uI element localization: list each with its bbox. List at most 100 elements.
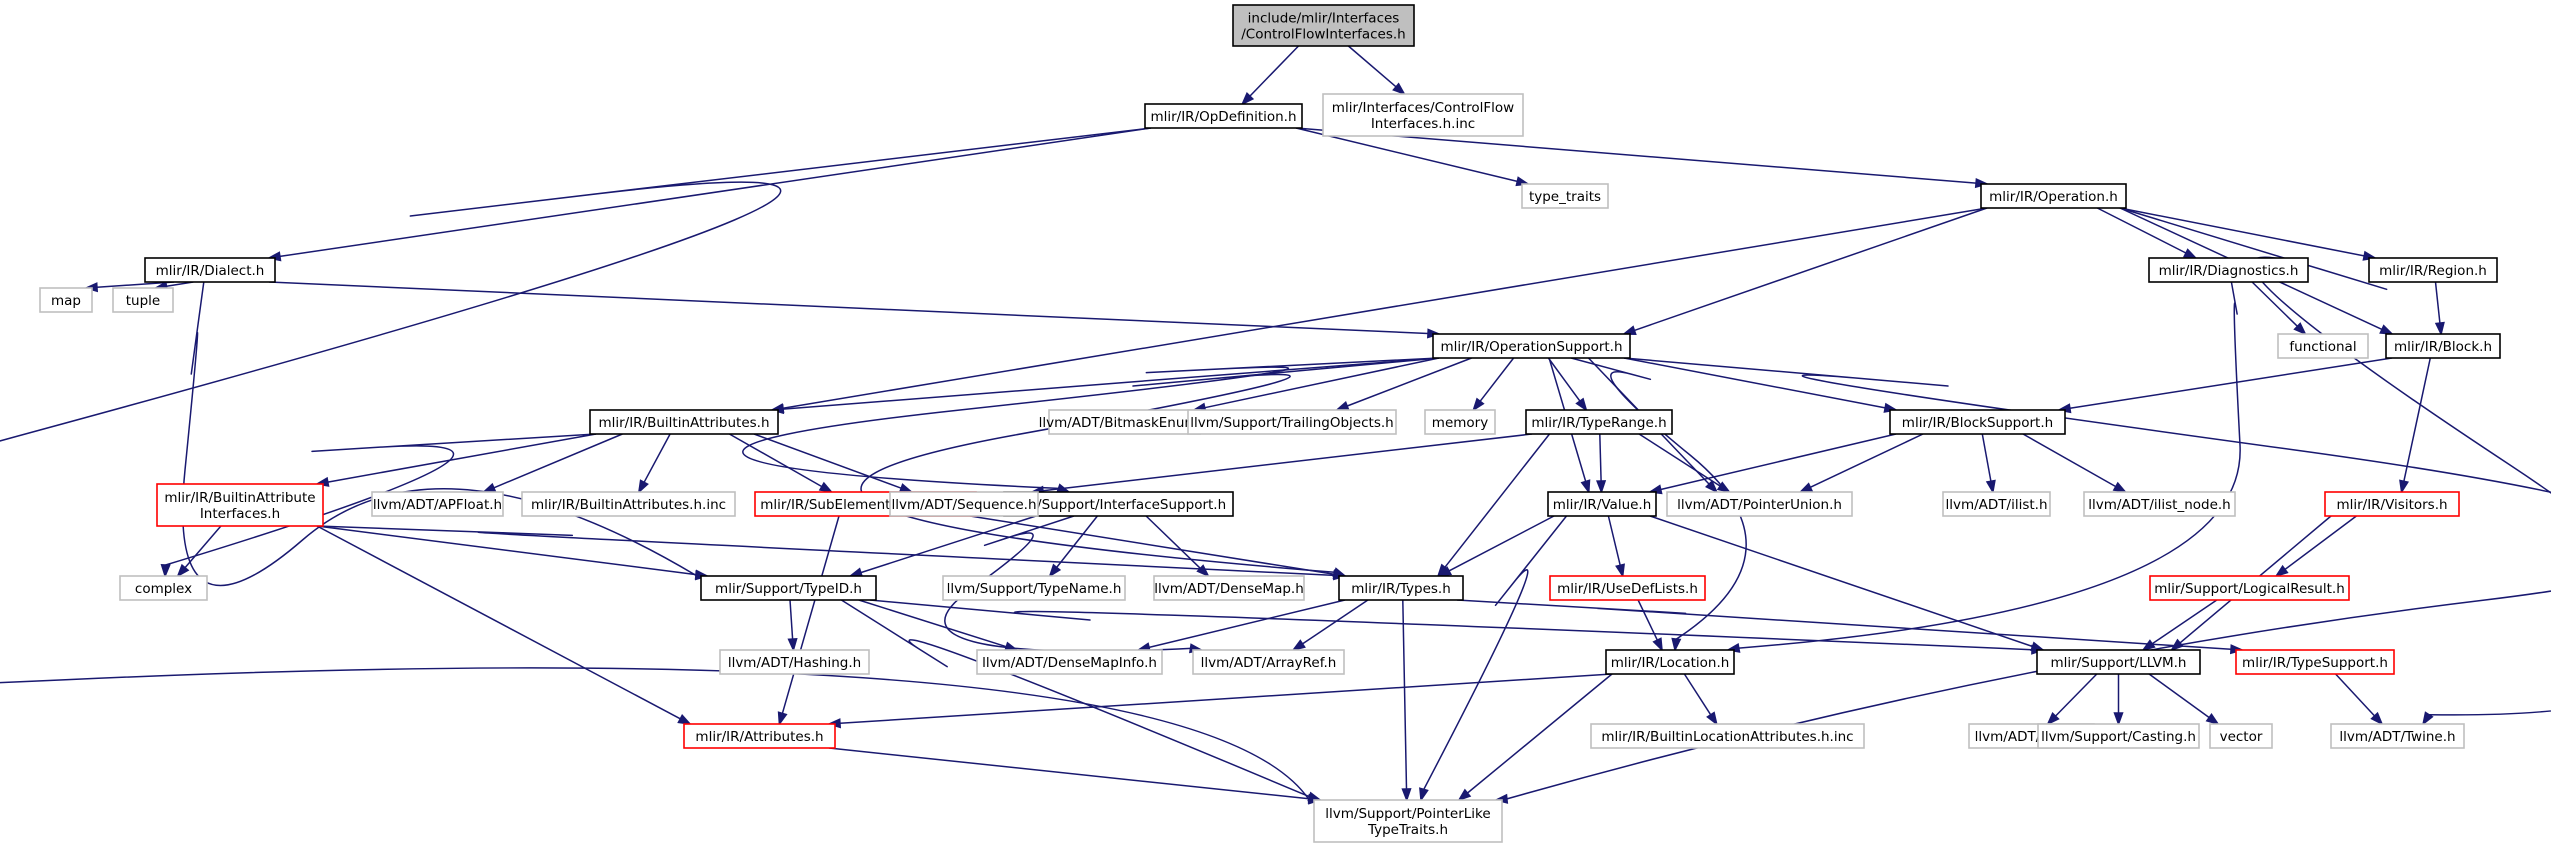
arrowhead-icon (2399, 479, 2410, 495)
node-label: llvm/ADT/APFloat.h (373, 497, 502, 513)
arrowhead-icon (2293, 322, 2307, 336)
node-ifacesupport[interactable]: mlir/Support/InterfaceSupport.h (1003, 491, 1234, 517)
edge-llvmh-to-casting (2113, 674, 2124, 727)
node-box (1980, 183, 2127, 209)
node-box (719, 649, 870, 675)
edge-line (1402, 599, 1408, 790)
node-opsupport[interactable]: mlir/IR/OperationSupport.h (1432, 333, 1631, 359)
node-casting: llvm/Support/Casting.h (2037, 723, 2200, 749)
arrowhead-icon (1048, 563, 1062, 578)
edge-line (1346, 357, 1472, 407)
edge-line (1981, 433, 1992, 482)
edge-line (969, 515, 1335, 576)
edge-line (2151, 599, 2218, 645)
node-typerange[interactable]: mlir/IR/TypeRange.h (1525, 409, 1673, 435)
arrowhead-icon (777, 711, 788, 727)
node-bilocinc: mlir/IR/BuiltinLocationAttributes.h.inc (1590, 723, 1865, 749)
edge-line (1042, 433, 1533, 492)
edge-line (742, 357, 1440, 490)
node-box (1889, 409, 2066, 435)
node-box (156, 483, 324, 527)
edge-line (2119, 207, 2365, 257)
edge-opsupport-to-typerange (1547, 357, 1588, 412)
edge-line (1295, 127, 1977, 184)
edge-typeid-to-ptrlike (840, 599, 1323, 802)
edge-block-to-blocksupport (2056, 357, 2393, 414)
node-label: mlir/Support/LogicalResult.h (2154, 581, 2345, 597)
node-label: mlir/Support/InterfaceSupport.h (1011, 497, 1226, 513)
node-label: /ControlFlowInterfaces.h (1241, 27, 1406, 43)
node-usedef[interactable]: mlir/IR/UseDefLists.h (1549, 575, 1706, 601)
arrowhead-icon (2370, 711, 2384, 726)
edge-line (869, 599, 2033, 651)
node-typeid[interactable]: mlir/Support/TypeID.h (700, 575, 877, 601)
edge-diagnostics-to-functional (2251, 281, 2307, 336)
edge-line (2434, 281, 2441, 324)
node-box (2235, 649, 2395, 675)
node-visitors[interactable]: mlir/IR/Visitors.h (2324, 491, 2460, 517)
edge-line (828, 747, 1310, 800)
node-label: llvm/ADT/ArrayRef.h (1201, 655, 1337, 671)
edge-line (1547, 357, 1581, 402)
node-twine: llvm/ADT/Twine.h (2330, 723, 2465, 749)
edge-visitors-to-logical (2274, 515, 2357, 578)
node-box (1666, 491, 1853, 517)
edge-llvmh-to-none (2046, 673, 2098, 726)
node-box (144, 257, 276, 283)
edge-line (2096, 207, 2187, 254)
arrowhead-icon (160, 563, 171, 579)
node-ptrunion: llvm/ADT/PointerUnion.h (1666, 491, 1853, 517)
node-dialect[interactable]: mlir/IR/Dialect.h (144, 257, 276, 283)
edge-line (2284, 515, 2357, 571)
node-label: mlir/IR/TypeSupport.h (2242, 655, 2388, 671)
node-region[interactable]: mlir/IR/Region.h (2368, 257, 2498, 283)
node-typesupport[interactable]: mlir/IR/TypeSupport.h (2235, 649, 2395, 675)
node-functional: functional (2277, 333, 2369, 359)
node-label: Interfaces.h (200, 506, 280, 522)
node-label: tuple (126, 293, 160, 309)
node-box (700, 575, 877, 601)
node-label: llvm/ADT/DenseMap.h (1154, 581, 1304, 597)
arrowhead-icon (677, 714, 692, 726)
node-location[interactable]: mlir/IR/Location.h (1605, 649, 1735, 675)
node-label: mlir/IR/Operation.h (1989, 189, 2118, 205)
arrowhead-icon (2141, 639, 2156, 652)
edge-attributes-to-ptrlike (828, 747, 1323, 804)
node-biattrinc: mlir/IR/BuiltinAttributes.h.inc (521, 491, 736, 517)
node-block[interactable]: mlir/IR/Block.h (2385, 333, 2501, 359)
edge-location-to-bilocinc (1683, 673, 1718, 726)
arrowhead-icon (1575, 397, 1588, 412)
edge-root-to-opdef (1240, 45, 1300, 106)
node-label: include/mlir/Interfaces (1248, 11, 1400, 27)
node-box (1048, 409, 1201, 435)
node-cfinc: mlir/Interfaces/ControlFlowInterfaces.h.… (1322, 93, 1524, 137)
edge-line (1056, 515, 1098, 568)
node-builtinattr[interactable]: mlir/IR/BuiltinAttributes.h (589, 409, 779, 435)
arrowhead-icon (1472, 397, 1485, 412)
node-operation[interactable]: mlir/IR/Operation.h (1980, 183, 2127, 209)
node-attributes[interactable]: mlir/IR/Attributes.h (683, 723, 836, 749)
node-label: Interfaces.h.inc (1371, 116, 1475, 132)
edge-line (181, 281, 697, 587)
edge-opsupport-to-blocksupport (1623, 357, 1899, 413)
node-opdef[interactable]: mlir/IR/OpDefinition.h (1144, 103, 1303, 129)
arrowhead-icon (1706, 711, 1718, 726)
node-root[interactable]: include/mlir/Interfaces/ControlFlowInter… (1232, 4, 1415, 47)
node-box (2324, 491, 2460, 517)
node-box (1144, 103, 1303, 129)
node-blocksupport[interactable]: mlir/IR/BlockSupport.h (1889, 409, 2066, 435)
node-llvmh[interactable]: mlir/Support/LLVM.h (2036, 649, 2201, 675)
edge-line (2251, 281, 2298, 327)
node-label: llvm/ADT/ilist.h (1945, 497, 2047, 513)
node-label: memory (1432, 415, 1488, 431)
node-logical[interactable]: mlir/Support/LogicalResult.h (2149, 575, 2350, 601)
node-value[interactable]: mlir/IR/Value.h (1547, 491, 1657, 517)
node-types[interactable]: mlir/IR/Types.h (1338, 575, 1464, 601)
arrowhead-icon (637, 479, 649, 494)
edge-line (1738, 281, 2241, 649)
arrowhead-icon (1196, 564, 1210, 578)
node-diagnostics[interactable]: mlir/IR/Diagnostics.h (2148, 257, 2309, 283)
edge-opsupport-to-memory (1472, 357, 1515, 412)
